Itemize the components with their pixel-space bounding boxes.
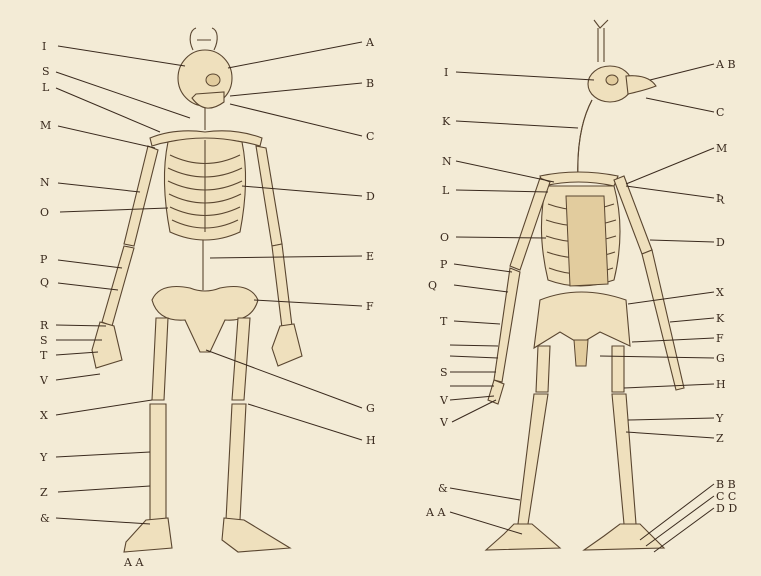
human-label-N: N — [40, 176, 50, 189]
bird-eye-socket — [606, 75, 618, 85]
human-label-A: A — [365, 36, 375, 49]
human-label-S2: S — [40, 334, 48, 347]
human-left-tibia — [150, 404, 166, 520]
bird-label-N: N — [442, 155, 452, 168]
human-label-L: L — [42, 81, 50, 94]
bird-label-R: Ʀ — [716, 192, 725, 205]
human-label-D: D — [366, 190, 375, 203]
human-label-S: S — [42, 65, 50, 78]
human-label-P: P — [40, 253, 48, 266]
bird-label-DD: D D — [716, 502, 737, 515]
bird-label-V2: V — [439, 416, 449, 429]
bird-label-amp: & — [438, 482, 448, 495]
human-eye-socket — [206, 74, 220, 86]
bird-label-Y: Y — [715, 412, 724, 425]
bird-label-O: O — [440, 231, 449, 244]
human-label-M: M — [40, 119, 51, 132]
bird-label-M: M — [716, 142, 727, 155]
human-label-X: X — [40, 409, 48, 422]
bird-tail — [574, 340, 588, 366]
bird-label-L: L — [442, 184, 450, 197]
human-label-AA: A A — [123, 556, 144, 569]
human-label-I: I — [42, 40, 46, 53]
bird-label-P: P — [440, 258, 448, 271]
bird-label-G: G — [716, 352, 725, 365]
human-label-T: T — [40, 349, 48, 362]
bird-label-K: K — [442, 115, 451, 128]
human-label-C: C — [366, 130, 374, 143]
bird-label-Z: Z — [716, 432, 724, 445]
bird-label-F: F — [716, 332, 724, 345]
bird-label-Q: Q — [428, 279, 437, 292]
bird-label-H: H — [716, 378, 726, 391]
bird-label-D: D — [716, 236, 725, 249]
bird-right-femur — [612, 346, 624, 392]
human-label-Q: Q — [40, 276, 49, 289]
bird-label-I: I — [444, 66, 448, 79]
human-label-R: R — [40, 319, 49, 332]
human-label-Z: Z — [40, 486, 48, 499]
bird-label-X: X — [716, 286, 724, 299]
bird-sternum — [566, 196, 608, 286]
bird-label-V1: V — [439, 394, 449, 407]
bird-label-K2: K — [716, 312, 725, 325]
bird-left-femur — [536, 346, 550, 392]
bird-label-S: S — [440, 366, 448, 379]
human-label-V: V — [39, 374, 49, 387]
bird-label-AB: A B — [715, 58, 736, 71]
bird-label-C: C — [716, 106, 724, 119]
human-label-F: F — [366, 300, 374, 313]
human-label-O: O — [40, 206, 49, 219]
human-label-G: G — [366, 402, 375, 415]
human-label-H: H — [366, 434, 376, 447]
bird-label-AA: A A — [425, 506, 446, 519]
human-label-E: E — [366, 250, 374, 263]
human-label-amp: & — [40, 512, 50, 525]
human-label-Y: Y — [39, 451, 48, 464]
bird-label-T: T — [440, 315, 448, 328]
human-label-B: B — [366, 77, 374, 90]
